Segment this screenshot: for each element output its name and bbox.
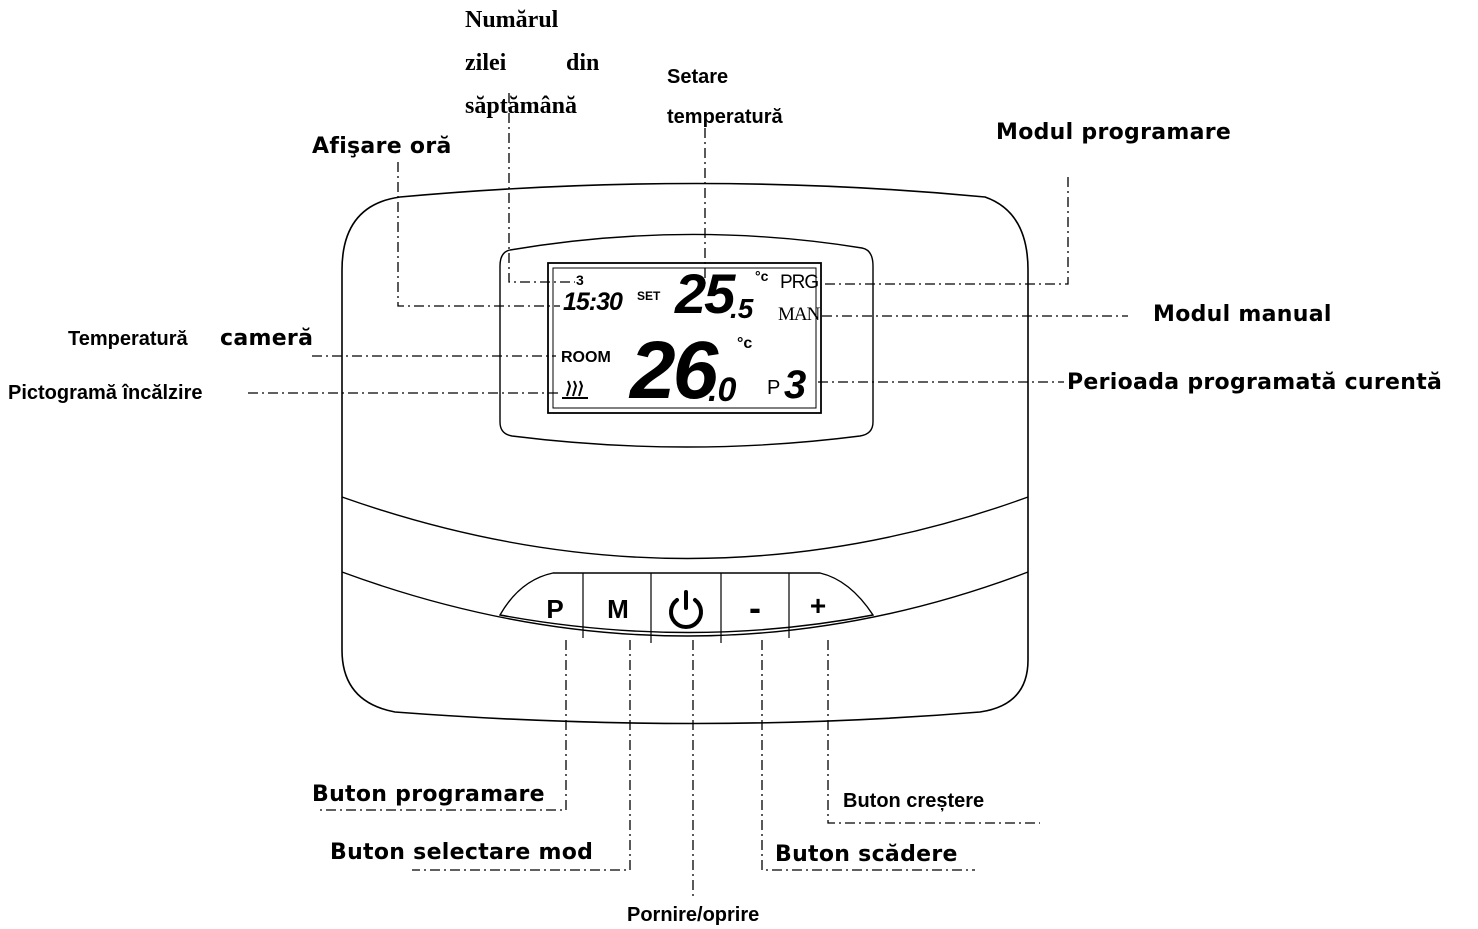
day-number-label-line2a: zilei xyxy=(465,50,507,76)
decrease-button-label: Buton scădere xyxy=(775,842,958,867)
device-body xyxy=(341,182,1029,725)
room-temperature-label-a: Temperatură xyxy=(68,328,188,350)
lcd-period-value: 3 xyxy=(784,363,807,407)
button-strip xyxy=(498,572,875,634)
heating-icon-label: Pictogramă încălzire xyxy=(8,382,203,404)
lcd-room-label: ROOM xyxy=(561,349,611,366)
lcd-manual-mode: MAN xyxy=(778,304,820,325)
lcd-period-prefix: P xyxy=(767,377,781,399)
leader-program-button xyxy=(318,640,567,811)
decrease-button[interactable]: - xyxy=(749,587,761,628)
lcd-room-unit: °c xyxy=(737,335,753,352)
time-display-label: Afişare oră xyxy=(312,134,452,159)
lcd-program-mode: PRG xyxy=(780,272,819,293)
lcd-set-label: SET xyxy=(637,289,661,303)
program-button[interactable]: P xyxy=(546,594,564,624)
increase-button[interactable]: + xyxy=(809,590,827,621)
day-number-label-line2b: din xyxy=(566,50,600,76)
set-temperature-label-line2: temperatură xyxy=(667,106,783,128)
lcd-room-temperature-decimal: .0 xyxy=(708,371,737,409)
day-number-label-line1: Numărul xyxy=(465,7,559,33)
power-icon[interactable] xyxy=(669,590,703,629)
lcd-set-unit: °c xyxy=(755,268,769,284)
mode-select-button-label: Buton selectare mod xyxy=(330,840,594,865)
leader-time-display xyxy=(397,162,560,307)
manual-mode-label: Modul manual xyxy=(1153,302,1332,327)
lower-band-line xyxy=(341,571,1029,637)
leader-increase-button xyxy=(827,640,1040,824)
day-number-label-line3: săptămână xyxy=(465,93,578,119)
increase-button-label: Buton creștere xyxy=(843,790,985,812)
set-temperature-label-line1: Setare xyxy=(667,66,729,88)
lcd-set-temperature: 25 xyxy=(675,262,735,325)
room-temperature-label-b: cameră xyxy=(220,326,314,351)
lcd-screen xyxy=(547,262,822,414)
upper-band-line xyxy=(341,496,1029,560)
leader-program-mode xyxy=(822,177,1069,285)
heating-icon xyxy=(562,380,588,399)
lcd-bezel xyxy=(499,233,874,448)
current-period-label: Perioada programată curentă xyxy=(1067,370,1443,395)
lcd-set-temperature-decimal: .5 xyxy=(730,293,754,324)
power-button-label: Pornire/oprire xyxy=(627,904,760,926)
lcd-day-number: 3 xyxy=(576,272,584,288)
leader-decrease-button xyxy=(761,640,975,871)
program-mode-label: Modul programare xyxy=(996,120,1232,145)
lcd-time: 15:30 xyxy=(563,288,623,316)
leader-mode-select-button xyxy=(412,640,631,871)
program-button-label: Buton programare xyxy=(312,782,545,807)
mode-select-button[interactable]: M xyxy=(607,594,629,624)
lcd-room-temperature: 26 xyxy=(630,325,718,416)
leader-day-number xyxy=(508,93,575,283)
